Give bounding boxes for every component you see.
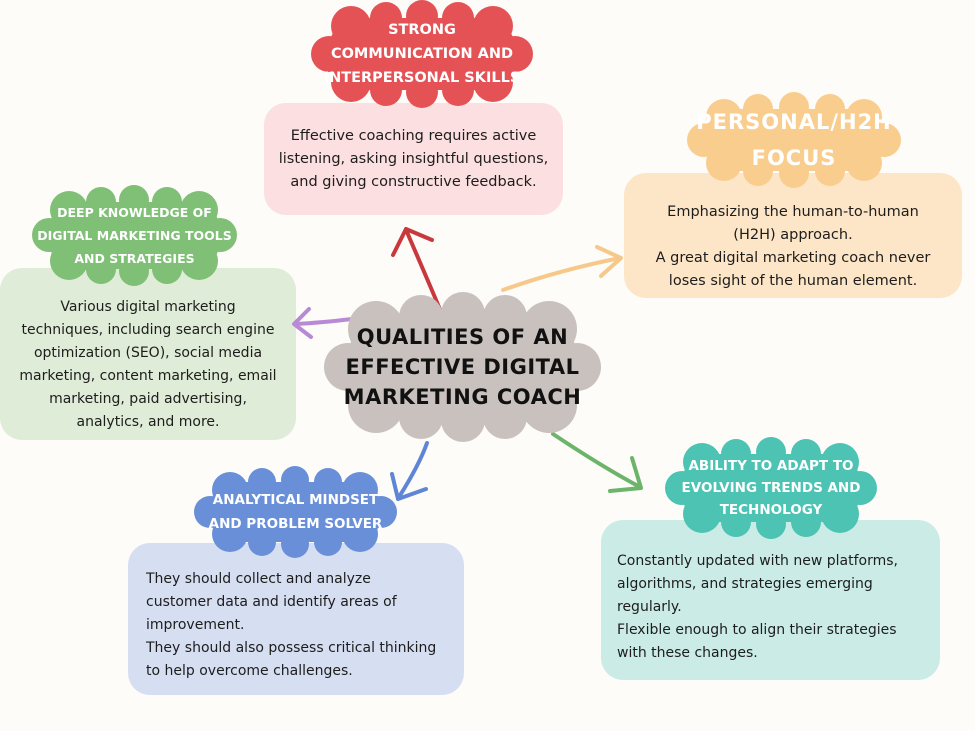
personal-title-line-1: PERSONAL/H2H [696, 110, 892, 134]
analytical-title-line-1: ANALYTICAL MINDSET [212, 492, 379, 508]
adapt-description-box: Constantly updated with new platforms, a… [601, 520, 940, 680]
analytical-line-5: to help overcome challenges. [146, 663, 353, 679]
analytical-line-2: customer data and identify areas of [146, 594, 397, 610]
personal-line-3: A great digital marketing coach never [655, 250, 931, 266]
knowledge-title-line-1: DEEP KNOWLEDGE OF [57, 205, 212, 220]
communication-description-box: Effective coaching requires active liste… [264, 103, 563, 215]
center-title-line-2: EFFECTIVE DIGITAL [345, 355, 580, 379]
personal-line-2: (H2H) approach. [733, 227, 853, 243]
analytical-cloud-heading: ANALYTICAL MINDSET AND PROBLEM SOLVER [194, 466, 397, 558]
central-topic-cloud: QUALITIES OF AN EFFECTIVE DIGITAL MARKET… [324, 292, 601, 442]
cloud-shape [665, 437, 877, 539]
communication-cloud-heading: STRONG COMMUNICATION AND INTERPERSONAL S… [311, 0, 533, 108]
analytical-line-1: They should collect and analyze [146, 571, 371, 587]
cloud-shape [324, 292, 601, 442]
adapt-line-3: regularly. [617, 599, 682, 615]
communication-title-line-3: INTERPERSONAL SKILLS [323, 70, 521, 86]
knowledge-line-5: marketing, paid advertising, [49, 391, 247, 407]
communication-line-3: and giving constructive feedback. [290, 174, 537, 190]
knowledge-line-1: Various digital marketing [60, 299, 236, 315]
analytical-line-3: improvement. [146, 617, 245, 633]
personal-line-1: Emphasizing the human-to-human [667, 204, 919, 220]
knowledge-title-line-3: AND STRATEGIES [74, 251, 195, 266]
personal-cloud-heading: PERSONAL/H2H FOCUS [687, 92, 901, 188]
adapt-line-5: with these changes. [617, 645, 758, 661]
adapt-title-line-2: EVOLVING TRENDS AND [681, 480, 861, 496]
cloud-shape [32, 185, 237, 286]
adapt-line-1: Constantly updated with new platforms, [617, 553, 898, 569]
cloud-shape [194, 466, 397, 558]
knowledge-description-box: Various digital marketing techniques, in… [0, 268, 296, 440]
knowledge-line-2: techniques, including search engine [21, 322, 275, 338]
cloud-shape [311, 0, 533, 108]
adapt-line-4: Flexible enough to align their strategie… [617, 622, 897, 638]
analytical-title-line-2: AND PROBLEM SOLVER [208, 516, 383, 532]
knowledge-line-3: optimization (SEO), social media [33, 345, 263, 361]
personal-description-box: Emphasizing the human-to-human (H2H) app… [624, 173, 962, 298]
analytical-line-4: They should also possess critical thinki… [146, 640, 437, 656]
adapt-line-2: algorithms, and strategies emerging [617, 576, 873, 592]
cloud-shape [687, 92, 901, 188]
center-title-line-3: MARKETING COACH [343, 385, 582, 409]
communication-line-1: Effective coaching requires active [290, 128, 537, 144]
personal-title-line-2: FOCUS [751, 146, 837, 170]
arrow-to-personal [501, 245, 623, 292]
knowledge-title-line-2: DIGITAL MARKETING TOOLS [37, 228, 232, 243]
communication-title-line-1: STRONG [388, 22, 456, 38]
adapt-title-line-3: TECHNOLOGY [719, 502, 823, 518]
adapt-title-line-1: ABILITY TO ADAPT TO [688, 458, 854, 474]
analytical-description-box: They should collect and analyze customer… [128, 543, 464, 695]
knowledge-line-6: analytics, and more. [76, 414, 220, 430]
adapt-cloud-heading: ABILITY TO ADAPT TO EVOLVING TRENDS AND … [665, 437, 877, 539]
knowledge-cloud-heading: DEEP KNOWLEDGE OF DIGITAL MARKETING TOOL… [32, 185, 237, 286]
communication-title-line-2: COMMUNICATION AND [330, 46, 514, 62]
personal-line-4: loses sight of the human element. [668, 273, 918, 289]
communication-line-2: listening, asking insightful questions, [278, 151, 549, 167]
arrow-to-analytical [390, 441, 429, 501]
knowledge-line-4: marketing, content marketing, email [19, 368, 277, 384]
arrow-to-adapt [551, 432, 643, 493]
center-title-line-1: QUALITIES OF AN [356, 325, 569, 349]
